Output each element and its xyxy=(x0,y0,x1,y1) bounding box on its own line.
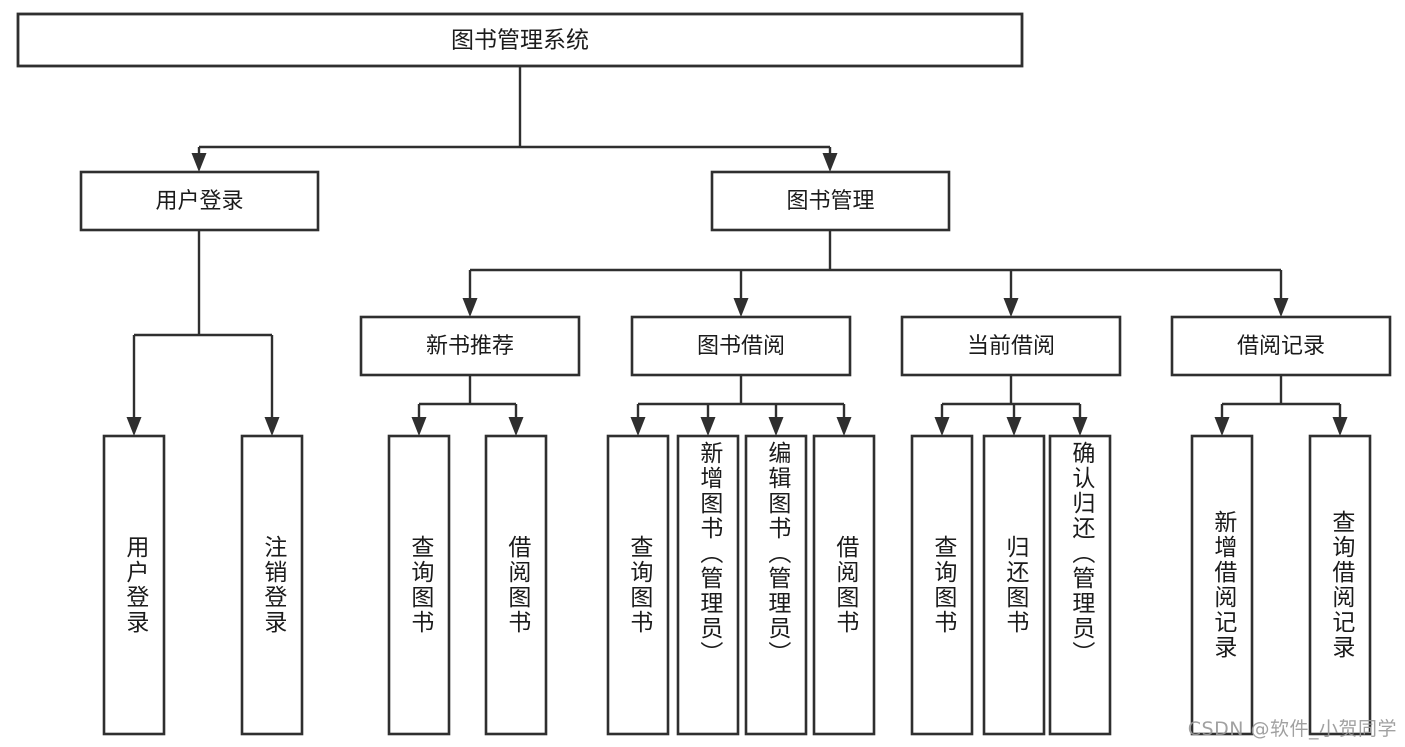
node-box-leaf-query-borrow-record[interactable] xyxy=(1308,434,1372,736)
arrow-head-bus-current-borrow-1 xyxy=(1006,417,1022,436)
node-box-leaf-borrow-book[interactable] xyxy=(812,434,876,736)
node-box-new-book-recommend[interactable] xyxy=(359,315,581,377)
connector-group-bus-current-borrow xyxy=(940,375,1082,419)
arrow-head-bus-root-1 xyxy=(822,153,838,172)
node-label-book-borrow: 图书借阅 xyxy=(697,334,785,359)
node-box-current-borrow[interactable] xyxy=(900,315,1122,377)
node-box-root[interactable] xyxy=(16,12,1024,68)
watermark: CSDN @软件_小贺同学 xyxy=(1187,718,1397,740)
arrow-head-bus-book-borrow-3 xyxy=(836,417,852,436)
arrow-head-bus-root-0 xyxy=(191,153,207,172)
node-label-borrow-record: 借阅记录 xyxy=(1237,334,1325,359)
arrow-head-bus-current-borrow-2 xyxy=(1072,417,1088,436)
node-box-leaf-borrow-book-recommend[interactable] xyxy=(484,434,548,736)
node-box-leaf-query-book-recommend[interactable] xyxy=(387,434,451,736)
connector-group-bus-borrow-record xyxy=(1220,375,1342,419)
arrow-head-bus-borrow-record-0 xyxy=(1214,417,1230,436)
node-box-user-login[interactable] xyxy=(79,170,320,232)
node-label-current-borrow: 当前借阅 xyxy=(967,334,1055,359)
arrow-head-bus-user-login-1 xyxy=(264,417,280,436)
arrow-head-bus-book-manage-3 xyxy=(1273,298,1289,317)
arrow-head-bus-book-borrow-1 xyxy=(700,417,716,436)
connector-group-bus-user-login xyxy=(132,230,274,419)
node-box-leaf-user-login[interactable] xyxy=(102,434,166,736)
connector-group-bus-root xyxy=(197,66,832,155)
connector-group-bus-book-borrow xyxy=(636,375,846,419)
node-box-book-borrow[interactable] xyxy=(630,315,852,377)
arrow-head-bus-new-book-recommend-1 xyxy=(508,417,524,436)
connector-group-bus-new-book-recommend xyxy=(417,375,518,419)
node-label-user-login: 用户登录 xyxy=(155,189,243,214)
node-box-borrow-record[interactable] xyxy=(1170,315,1392,377)
node-label-new-book-recommend: 新书推荐 xyxy=(426,334,514,359)
arrow-head-bus-book-manage-2 xyxy=(1003,298,1019,317)
arrow-head-bus-borrow-record-1 xyxy=(1332,417,1348,436)
arrow-head-bus-book-borrow-2 xyxy=(768,417,784,436)
node-box-leaf-return-book[interactable] xyxy=(982,434,1046,736)
node-box-leaf-query-book-current[interactable] xyxy=(910,434,974,736)
arrow-head-bus-book-manage-1 xyxy=(733,298,749,317)
node-label-book-manage: 图书管理 xyxy=(786,189,874,214)
arrow-head-bus-book-manage-0 xyxy=(462,298,478,317)
arrow-head-bus-user-login-0 xyxy=(126,417,142,436)
box-layer xyxy=(16,12,1392,736)
node-box-leaf-add-book-admin[interactable] xyxy=(676,434,740,736)
arrow-head-bus-new-book-recommend-0 xyxy=(411,417,427,436)
arrow-head-bus-book-borrow-0 xyxy=(630,417,646,436)
node-label-root: 图书管理系统 xyxy=(451,28,589,54)
node-box-book-manage[interactable] xyxy=(710,170,951,232)
node-box-leaf-edit-book-admin[interactable] xyxy=(744,434,808,736)
arrow-head-bus-current-borrow-0 xyxy=(934,417,950,436)
node-box-leaf-logout-login[interactable] xyxy=(240,434,304,736)
node-box-leaf-confirm-return-admin[interactable] xyxy=(1048,434,1112,736)
connector-group-bus-book-manage xyxy=(468,230,1283,300)
node-box-leaf-add-borrow-record[interactable] xyxy=(1190,434,1254,736)
connector-layer xyxy=(126,66,1348,436)
node-box-leaf-query-book-borrow[interactable] xyxy=(606,434,670,736)
